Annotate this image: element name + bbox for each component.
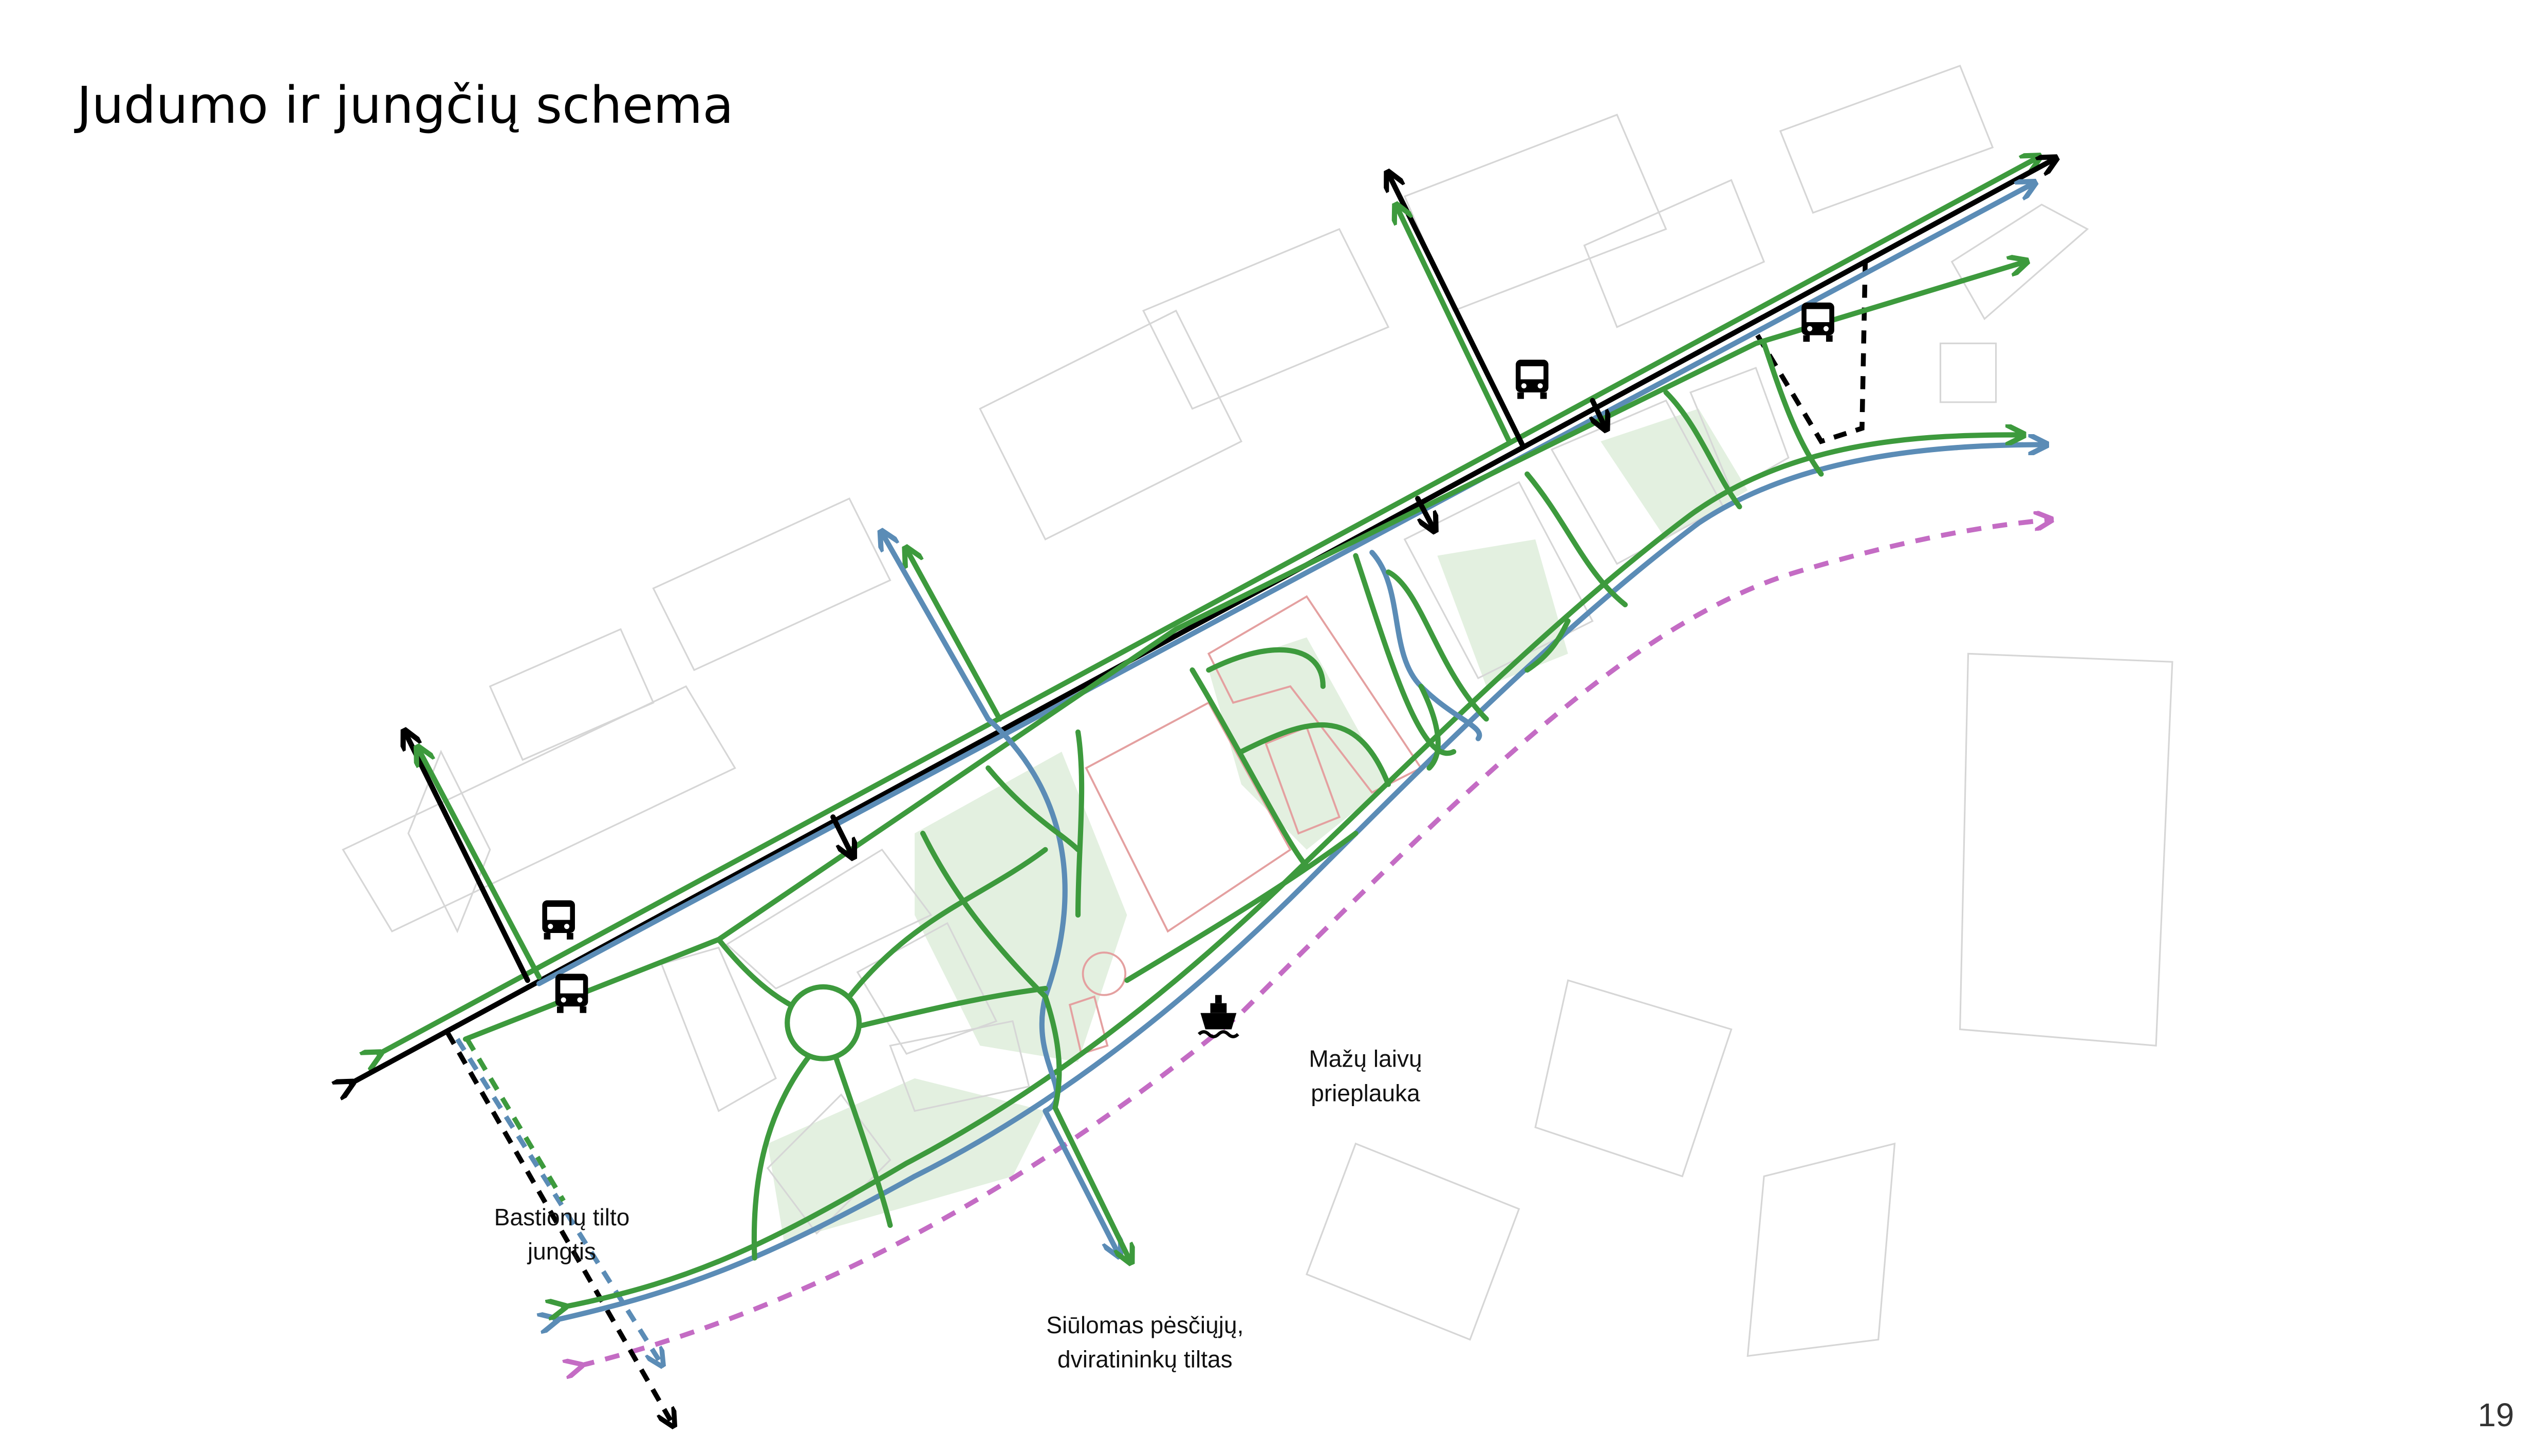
bridge-label-line1: Siūlomas pėsčiųjų, — [1046, 1312, 1243, 1338]
bus-icon — [1515, 360, 1549, 399]
bastion-bridge-cycle-link — [455, 1038, 661, 1365]
north-branch-cycle-3 — [882, 533, 991, 722]
north-branch-vehicle-2 — [1388, 174, 1525, 447]
internal-path-network — [716, 341, 1824, 1261]
page-number: 19 — [2478, 1397, 2514, 1433]
bus-icon — [555, 974, 588, 1013]
bus-icon — [542, 900, 575, 940]
north-branch-vehicle — [405, 732, 530, 983]
pier-label-line1: Mažų laivų — [1309, 1046, 1422, 1072]
site-buildings — [660, 367, 1790, 1235]
north-branch-pedestrian — [418, 749, 542, 980]
north-branch-pedestrian-3 — [906, 549, 1002, 722]
bastion-label-line1: Bastionų tilto — [494, 1204, 630, 1230]
south-bridge-cycle — [1043, 1108, 1119, 1255]
south-bridge-pedestrian — [1052, 1105, 1130, 1261]
bastion-label-line2: jungtis — [527, 1238, 596, 1265]
bus-icon — [1801, 302, 1834, 342]
ship-icon — [1198, 995, 1239, 1038]
bastion-bridge-pedestrian-link — [465, 1038, 566, 1202]
pier-label-line2: prieplauka — [1311, 1079, 1420, 1106]
north-branch-pedestrian-2 — [1397, 206, 1512, 444]
riverside-pedestrian-route — [564, 435, 2022, 1307]
site-entry-arrow — [1592, 398, 1605, 428]
bridge-label-line2: dviratininkų tiltas — [1057, 1346, 1233, 1373]
page-title: Judumo ir jungčių schema — [73, 77, 733, 135]
main-street-pedestrian-route — [379, 157, 2038, 1054]
